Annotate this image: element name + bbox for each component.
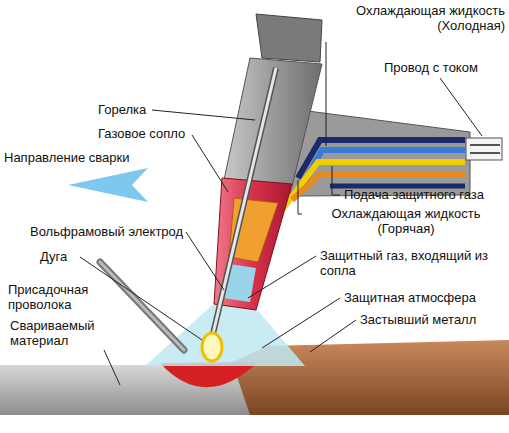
part-label: Охлаждающая жидкость (Горячая): [306, 206, 506, 236]
part-label: Вольфрамовый электрод: [30, 224, 190, 239]
arc: [202, 333, 222, 361]
torch-handle: [290, 110, 470, 196]
cold-coolant-channel: [300, 150, 465, 190]
torch-cap: [256, 14, 322, 62]
part-label: Горелка: [98, 102, 158, 117]
direction-arrow: [68, 168, 148, 202]
part-label: Защитная атмосфера: [344, 290, 504, 305]
gas-channel: [282, 162, 465, 210]
connector-pin: [470, 144, 500, 146]
part-label: Подача защитного газа: [344, 187, 506, 202]
part-label: Провод с током: [384, 60, 506, 75]
part-label: Свариваемый материал: [10, 318, 110, 348]
tungsten-electrode: [212, 68, 276, 338]
part-label: Застывший металл: [360, 312, 505, 327]
filler-wire: [100, 262, 184, 350]
connector-pin: [470, 152, 500, 154]
filler-wire: [100, 262, 184, 350]
part-label: Защитный газ, входящий из сопла: [320, 248, 506, 278]
tungsten-electrode: [212, 68, 276, 338]
part-label: Направление сварки: [4, 150, 154, 165]
part-label: Дуга: [40, 249, 80, 264]
part-label: Присадочная проволока: [8, 282, 98, 312]
power-connector: [466, 138, 502, 160]
part-label: Охлаждающая жидкость (Холодная): [330, 3, 505, 33]
part-label: Газовое сопло: [98, 126, 198, 141]
